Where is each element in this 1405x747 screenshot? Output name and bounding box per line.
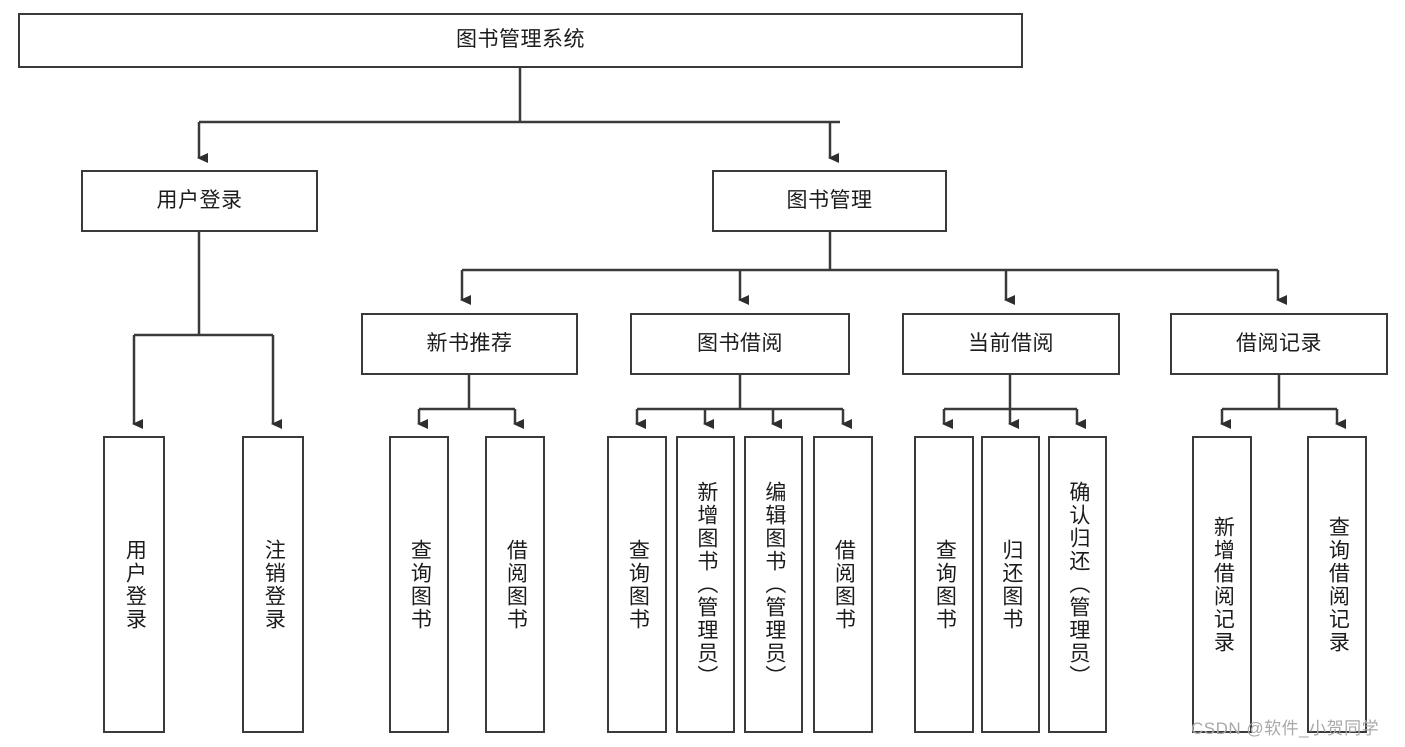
leaf-borrow-book-recommend[interactable]: 借阅图书 — [485, 436, 545, 733]
node-label: 新书推荐 — [426, 331, 513, 355]
leaf-add-borrow-record[interactable]: 新增借阅记录 — [1192, 436, 1252, 733]
node-label: 借阅记录 — [1236, 331, 1322, 355]
leaf-query-borrow-record[interactable]: 查询借阅记录 — [1307, 436, 1367, 733]
leaf-logout[interactable]: 注销登录 — [242, 436, 304, 733]
node-label: 用户登录 — [123, 538, 147, 631]
node-label: 图书管理 — [786, 188, 873, 212]
node-label: 归还图书 — [999, 538, 1023, 631]
node-label: 新增图书（管理员） — [694, 481, 718, 688]
node-book-management[interactable]: 图书管理 — [712, 170, 947, 232]
node-label: 图书管理系统 — [456, 28, 585, 52]
leaf-query-book-current[interactable]: 查询图书 — [914, 436, 974, 733]
node-label: 查询图书 — [408, 538, 432, 631]
node-label: 当前借阅 — [968, 331, 1054, 355]
node-label: 查询图书 — [933, 538, 957, 631]
leaf-edit-book-admin[interactable]: 编辑图书（管理员） — [744, 436, 803, 733]
node-label: 用户登录 — [156, 188, 243, 212]
node-label: 图书借阅 — [697, 331, 783, 355]
node-label: 借阅图书 — [832, 538, 856, 631]
watermark: CSDN @软件_小贺同学 — [1191, 719, 1380, 738]
node-user-login[interactable]: 用户登录 — [81, 170, 318, 232]
node-new-book-recommend[interactable]: 新书推荐 — [361, 313, 578, 375]
leaf-confirm-return-admin[interactable]: 确认归还（管理员） — [1048, 436, 1107, 733]
node-label: 编辑图书（管理员） — [762, 481, 786, 688]
node-borrow-records[interactable]: 借阅记录 — [1170, 313, 1388, 375]
node-label: 确认归还（管理员） — [1066, 481, 1090, 688]
leaf-return-book[interactable]: 归还图书 — [981, 436, 1040, 733]
node-label: 查询图书 — [626, 538, 650, 631]
node-label: 注销登录 — [262, 538, 286, 631]
leaf-query-book-borrow[interactable]: 查询图书 — [607, 436, 667, 733]
node-book-borrow[interactable]: 图书借阅 — [630, 313, 850, 375]
leaf-add-book-admin[interactable]: 新增图书（管理员） — [676, 436, 735, 733]
node-label: 新增借阅记录 — [1211, 515, 1235, 654]
leaf-query-book-recommend[interactable]: 查询图书 — [389, 436, 449, 733]
leaf-borrow-book[interactable]: 借阅图书 — [813, 436, 873, 733]
node-label: 借阅图书 — [504, 538, 528, 631]
node-current-borrow[interactable]: 当前借阅 — [902, 313, 1120, 375]
node-label: 查询借阅记录 — [1326, 515, 1350, 654]
leaf-user-login[interactable]: 用户登录 — [103, 436, 165, 733]
node-root-system[interactable]: 图书管理系统 — [18, 13, 1023, 68]
